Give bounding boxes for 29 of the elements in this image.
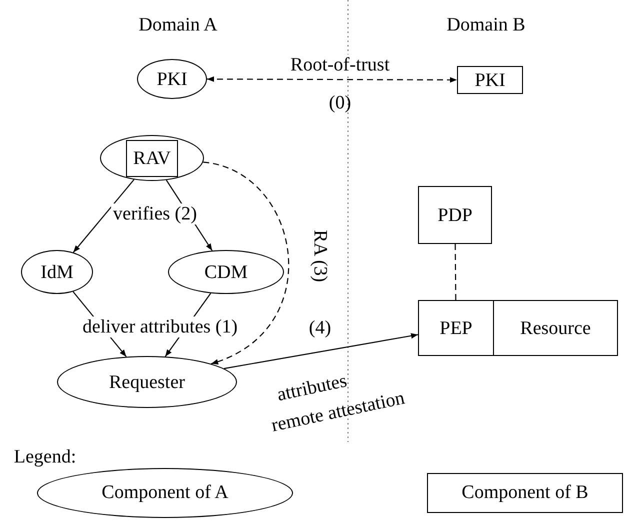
node-label: PKI [156,70,188,88]
ellipse-node [168,250,284,294]
edge-label: (4) [308,318,332,338]
legend-entry: Component of B [427,473,623,513]
text-label: deliver attributes (1) [80,316,240,338]
edge-label: Root-of-trust [288,54,392,76]
text-label: Legend: [14,448,76,466]
node-label: Requester [109,372,185,392]
node-label: PDP [438,206,472,224]
node-label: Resource [520,318,591,338]
text-label: (0) [328,94,352,112]
arrow [224,333,418,370]
edge-label: RA (3) [310,228,330,284]
text-label: Domain A [138,16,218,34]
box-node [418,186,492,244]
node-label: PEP [440,318,472,338]
box-node [457,66,523,94]
legend-entry: Component of A [37,468,293,518]
dashed-arrow [207,76,457,83]
node-label: CDM [204,262,248,282]
text-label: Domain B [446,16,526,34]
arrow [72,179,134,253]
node-label: IdM [40,262,74,282]
box-node [493,300,618,356]
text-label: verifies (2) [111,204,199,224]
dashed-arrow [203,162,289,364]
node-label: PKI [474,70,506,90]
box-node [418,300,494,356]
boxed-label: RAV [126,140,178,176]
